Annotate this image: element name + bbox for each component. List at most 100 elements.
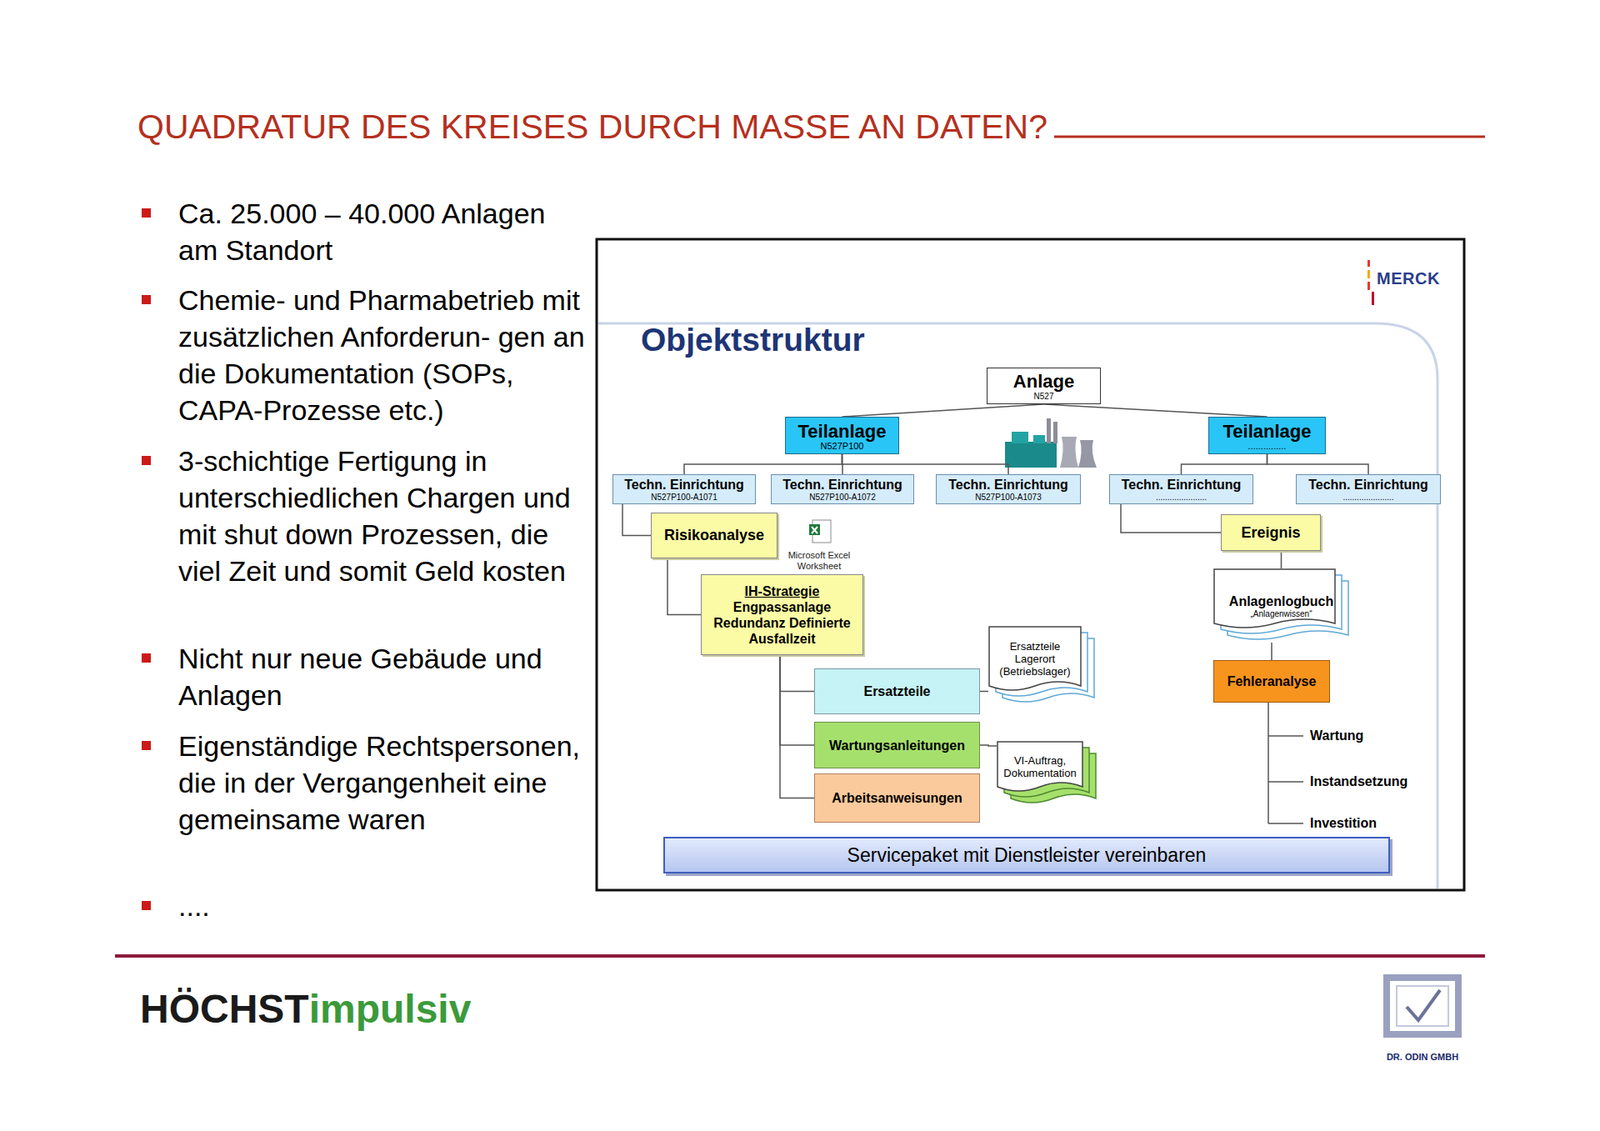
panel-frame — [596, 239, 1465, 890]
cooling-tower — [1060, 436, 1079, 468]
subplant-box: TeilanlageN527P100 — [785, 416, 900, 455]
brand-part: HÖCHST — [140, 985, 310, 1033]
node-detail: ...................... — [1342, 492, 1394, 502]
node-label: VI-Auftrag, Dokumentation — [1000, 754, 1080, 780]
footer-rule — [115, 954, 1485, 958]
brand-part: impulsiv — [309, 985, 472, 1033]
node-label: Ereignis — [1240, 524, 1300, 542]
fehleranalyse-leaders — [1268, 702, 1304, 824]
bullet-square — [141, 740, 151, 750]
equipment-box: Techn. Einrichtung...................... — [1109, 474, 1254, 505]
node-detail: ...................... — [1155, 492, 1207, 502]
node-label: Fehleranalyse — [1227, 673, 1317, 690]
document-stack: Ersatzteile Lagerort (Betriebslager) — [988, 625, 1095, 705]
node-label: Servicepaket mit Dienstleister vereinbar… — [847, 844, 1207, 867]
node-label: Wartungsanleitungen — [829, 737, 965, 754]
title-rule — [1054, 135, 1485, 139]
plant-illustration — [1005, 418, 1097, 468]
odin-frame — [1386, 977, 1459, 1035]
document-stack: VI-Auftrag, Dokumentation — [996, 740, 1097, 806]
merck-bar — [1367, 270, 1370, 279]
merck-bar — [1371, 291, 1375, 305]
excel-sheet — [812, 520, 831, 543]
leader-line — [1267, 702, 1270, 824]
instruction-box: Arbeitsanweisungen — [814, 773, 980, 823]
bullet-marks — [141, 208, 151, 910]
connector — [780, 655, 815, 745]
connector — [1044, 404, 1268, 417]
odin-check — [1406, 990, 1440, 1020]
connector — [667, 558, 701, 615]
document-page — [1214, 569, 1335, 628]
node-label: Teilanlage — [798, 420, 887, 442]
node-label: Teilanlage — [1223, 420, 1312, 442]
connector — [780, 655, 815, 692]
plant-box: AnlageN527 — [986, 367, 1101, 405]
plant-building — [1011, 431, 1029, 444]
leader-line — [1268, 780, 1304, 783]
company-logo-text: MERCK — [1376, 269, 1440, 289]
panel-heading: Objektstruktur — [640, 321, 865, 359]
leader-line — [1268, 822, 1304, 825]
strategy-box: IH-StrategieEngpassanlage Redundanz Defi… — [700, 574, 864, 655]
odin-inner — [1396, 985, 1449, 1026]
connector — [1120, 504, 1221, 533]
node-label: Arbeitsanweisungen — [831, 790, 962, 806]
excel-x — [811, 526, 818, 534]
bullet-square — [141, 900, 151, 910]
connector — [1267, 454, 1370, 475]
connector — [980, 690, 989, 693]
node-label: Anlagenlogbuch — [1229, 593, 1334, 610]
node-label: Anlage — [1013, 370, 1075, 392]
connector — [980, 745, 997, 746]
bullet-square — [141, 653, 151, 663]
plant-building — [1005, 441, 1057, 468]
node-label: Techn. Einrichtung — [624, 476, 745, 493]
excel-icon — [809, 520, 831, 543]
parts-box: Ersatzteile — [814, 668, 980, 715]
bullet-square — [141, 295, 151, 305]
node-label: Techn. Einrichtung — [1121, 476, 1242, 493]
connector — [1280, 550, 1283, 569]
node-label: Techn. Einrichtung — [782, 476, 903, 493]
bullet-square — [141, 455, 151, 465]
service-band: Servicepaket mit Dienstleister vereinbar… — [663, 836, 1390, 874]
connector — [842, 454, 1010, 475]
node-detail: N527P100-A1071 — [650, 492, 718, 502]
connector — [780, 655, 815, 799]
equipment-box: Techn. Einrichtung...................... — [1295, 474, 1441, 505]
connector — [1270, 642, 1273, 660]
slide-title: QUADRATUR DES KREISES DURCH MASSE AN DAT… — [137, 106, 1048, 147]
bullet-text: Ca. 25.000 – 40.000 Anlagen am Standort — [178, 195, 587, 269]
node-label: IH-Strategie — [745, 583, 820, 600]
node-detail: N527P100-A1072 — [809, 492, 876, 502]
document-shape: Anlagenlogbuch„Anlagenwissen“ — [1213, 568, 1350, 643]
subplant-box: Teilanlage............... — [1208, 416, 1326, 455]
company-name: DR. ODIN GMBH — [1376, 1051, 1469, 1062]
connector — [684, 454, 843, 475]
equipment-box: Techn. EinrichtungN527P100-A1073 — [935, 474, 1081, 505]
leader-label: Investition — [1310, 815, 1377, 832]
plant-chimney — [1053, 421, 1058, 444]
bullet-text: .... — [178, 887, 587, 925]
analysis-box: Risikoanalyse — [650, 512, 778, 559]
event-box: Ereignis — [1220, 514, 1321, 551]
node-label: Risikoanalyse — [664, 526, 765, 545]
bullet-text: 3-schichtige Fertigung in unterschiedlic… — [178, 442, 587, 590]
maintenance-box: Wartungsanleitungen — [814, 721, 980, 769]
node-label: Ersatzteile Lagerort (Betriebslager) — [991, 640, 1079, 678]
node-detail: Engpassanlage Redundanz Definierte Ausfa… — [705, 599, 859, 647]
bullet-text: Chemie- und Pharmabetrieb mit zusätzlich… — [178, 281, 587, 429]
node-detail: N527P100 — [820, 441, 865, 451]
brand-logo: HÖCHSTimpulsiv — [140, 985, 471, 1033]
merck-bar — [1367, 260, 1370, 267]
merck-mark — [1367, 260, 1375, 305]
bullet-text: Nicht nur neue Gebäude und Anlagen — [178, 640, 587, 714]
leader-label: Wartung — [1310, 727, 1364, 745]
node-detail: ............... — [1248, 441, 1287, 451]
plant-chimney — [1046, 418, 1051, 444]
cooling-tower — [1078, 440, 1097, 468]
node-detail: N527 — [1034, 391, 1055, 401]
node-label: Techn. Einrichtung — [1308, 476, 1429, 493]
connector — [622, 504, 651, 536]
